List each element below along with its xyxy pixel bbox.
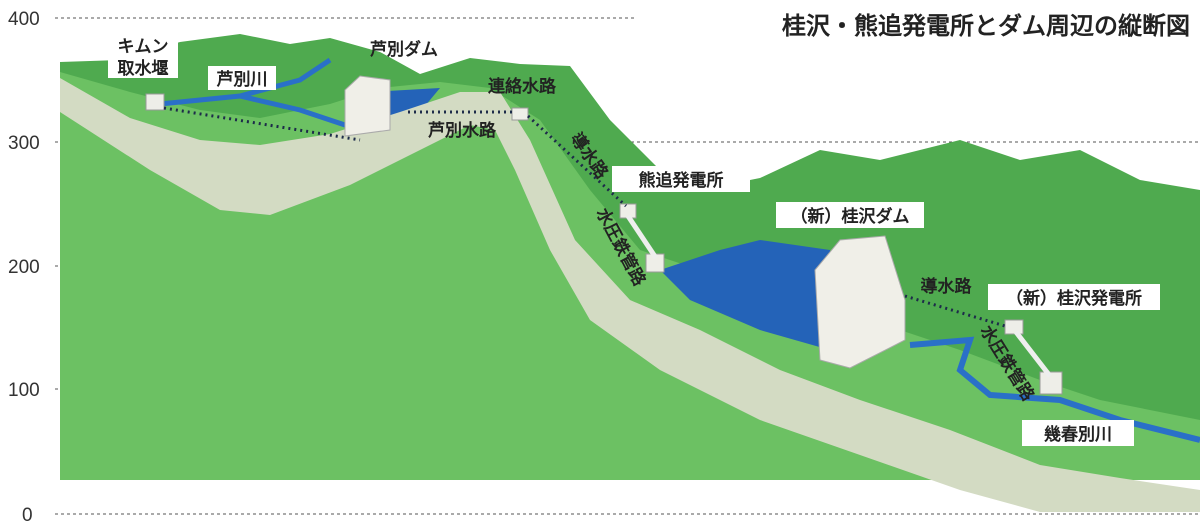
label-ikushunbetsu-river: 幾春別川	[1044, 424, 1112, 445]
label-kumaoi-plant: 熊追発電所	[639, 170, 724, 191]
label-headrace-2: 導水路	[921, 276, 973, 297]
kumaoi-plant-structure	[619, 203, 637, 219]
diagram-title: 桂沢・熊追発電所とダム周辺の縦断図	[782, 12, 1190, 40]
tick-100: 100	[8, 380, 40, 401]
label-kimun-1: キムン	[118, 37, 169, 57]
penstock-1-line	[625, 214, 659, 260]
label-ashibetsu-dam: 芦別ダム	[370, 39, 438, 60]
ashibetsu-dam-structure	[344, 75, 391, 137]
label-kimun-2: 取水堰	[118, 58, 169, 79]
new-katsurazawa-outlet-structure	[1039, 371, 1063, 395]
terrain-cross-section	[60, 78, 1200, 512]
penstock-2-line	[1014, 330, 1052, 378]
waterways	[163, 106, 1006, 328]
headrace-1-line	[526, 114, 628, 208]
tick-400: 400	[8, 9, 40, 30]
new-katsurazawa-dam-structure	[814, 235, 906, 369]
label-ashibetsu-channel: 芦別水路	[428, 120, 497, 141]
new-katsurazawa-plant-structure	[1004, 319, 1024, 335]
label-connecting-channel: 連絡水路	[488, 76, 557, 97]
connecting-channel-structure	[511, 107, 529, 121]
tick-200: 200	[8, 257, 40, 278]
tick-0: 0	[22, 505, 33, 526]
label-new-katsurazawa-plant: （新）桂沢発電所	[1006, 288, 1142, 309]
label-new-katsurazawa-dam: （新）桂沢ダム	[791, 206, 910, 227]
y-axis-ticks: 400 300 200 100 0	[8, 9, 40, 526]
katsurazawa-reservoir	[660, 240, 830, 350]
tick-300: 300	[8, 133, 40, 154]
kimun-weir-structure	[145, 93, 165, 111]
label-ashibetsu-river: 芦別川	[217, 69, 268, 90]
